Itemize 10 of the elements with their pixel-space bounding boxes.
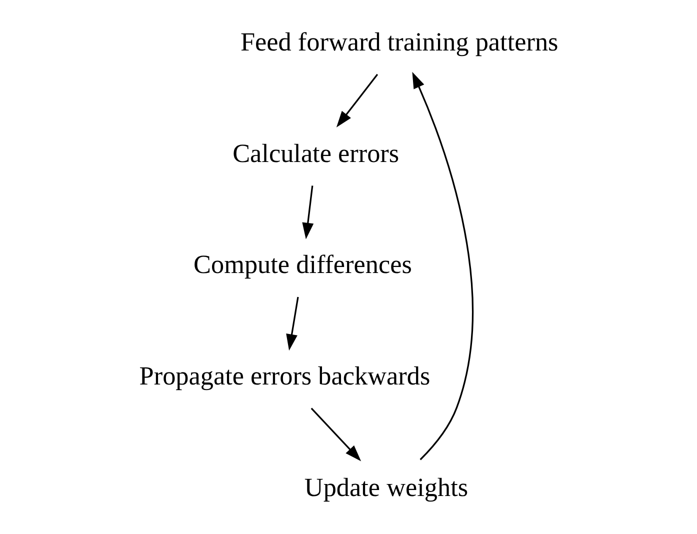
arrow: [412, 72, 473, 460]
node-text: Propagate errors backwards: [138, 362, 430, 391]
arrow: [310, 408, 361, 462]
node-text: Calculate errors: [232, 138, 399, 168]
arrow: [286, 296, 298, 351]
node-text: Compute differences: [193, 250, 412, 280]
arrow: [336, 74, 378, 128]
arrow: [302, 186, 314, 240]
node-text: Feed forward training patterns: [240, 28, 558, 57]
node-text: Update weights: [304, 472, 468, 502]
